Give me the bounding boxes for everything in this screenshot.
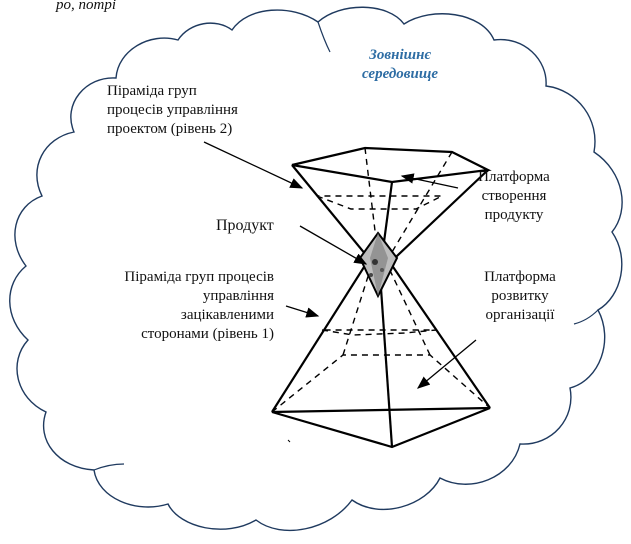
project-pyramid-line-2: процесів управління — [107, 102, 238, 118]
product-diamond — [358, 231, 399, 299]
project-pyramid-line-3: проектом (рівень 2) — [107, 121, 233, 137]
product-platform-line-3: продукту — [484, 207, 544, 223]
org-platform-line-1: Платформа — [484, 269, 556, 285]
cloud-inner-arc — [317, 21, 331, 53]
arrow-product — [299, 225, 368, 265]
product-label: Продукт — [216, 217, 274, 234]
arrow-org-platform — [416, 339, 477, 389]
header-fragment: ро, потрі — [56, 0, 116, 13]
environment-line-1: Зовнішнє — [369, 47, 431, 63]
stakeholder-pyramid-label: Піраміда груп процесів управління заціка… — [70, 268, 274, 344]
arrow-product-platform — [400, 173, 459, 189]
product-platform-label: Платформа створення продукту — [462, 168, 566, 225]
org-platform-line-3: організації — [485, 307, 555, 323]
environment-line-2: середовище — [361, 66, 439, 82]
stakeholder-pyramid-line-4: сторонами (рівень 1) — [141, 326, 274, 342]
cloud-outline — [9, 6, 623, 532]
stakeholder-pyramid-line-1: Піраміда груп процесів — [124, 269, 274, 285]
product-platform-line-2: створення — [481, 188, 547, 204]
environment-label: Зовнішнє середовище — [351, 46, 449, 84]
project-pyramid-label: Піраміда груп процесів управління проект… — [107, 82, 238, 139]
org-platform-line-2: розвитку — [491, 288, 549, 304]
stakeholder-pyramid-line-3: зацікавленими — [180, 307, 274, 323]
project-pyramid-line-1: Піраміда груп — [107, 83, 197, 99]
arrow-stakeholder-pyramid — [285, 305, 320, 318]
cloud-inner-arc — [573, 309, 599, 325]
cloud-inner-arc — [93, 463, 125, 471]
product-platform-line-1: Платформа — [478, 169, 550, 185]
org-platform-label: Платформа розвитку організації — [470, 268, 570, 325]
stakeholder-pyramid-line-2: управління — [202, 288, 274, 304]
stray-mark — [287, 439, 291, 443]
arrow-project-pyramid — [203, 141, 304, 189]
